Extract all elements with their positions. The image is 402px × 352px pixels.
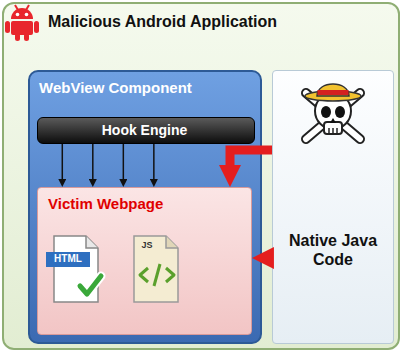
node-title: Hook Engine xyxy=(38,122,251,139)
component-panel: Hook EngineVictim Webpage WebView Compone… xyxy=(28,70,262,344)
node-title: WebView Component xyxy=(39,79,251,97)
native-panel: Native Java Code xyxy=(272,70,394,344)
file-type-label: HTML xyxy=(46,253,90,265)
application-frame: Hook EngineVictim Webpage WebView Compone… xyxy=(2,2,400,350)
file-type-label: JS xyxy=(136,240,158,251)
node-title: Victim Webpage xyxy=(48,195,238,213)
node-title: Malicious Android Application xyxy=(48,12,388,31)
node-title: Native Java Code xyxy=(281,231,385,269)
engine-bar: Hook Engine xyxy=(37,117,255,144)
